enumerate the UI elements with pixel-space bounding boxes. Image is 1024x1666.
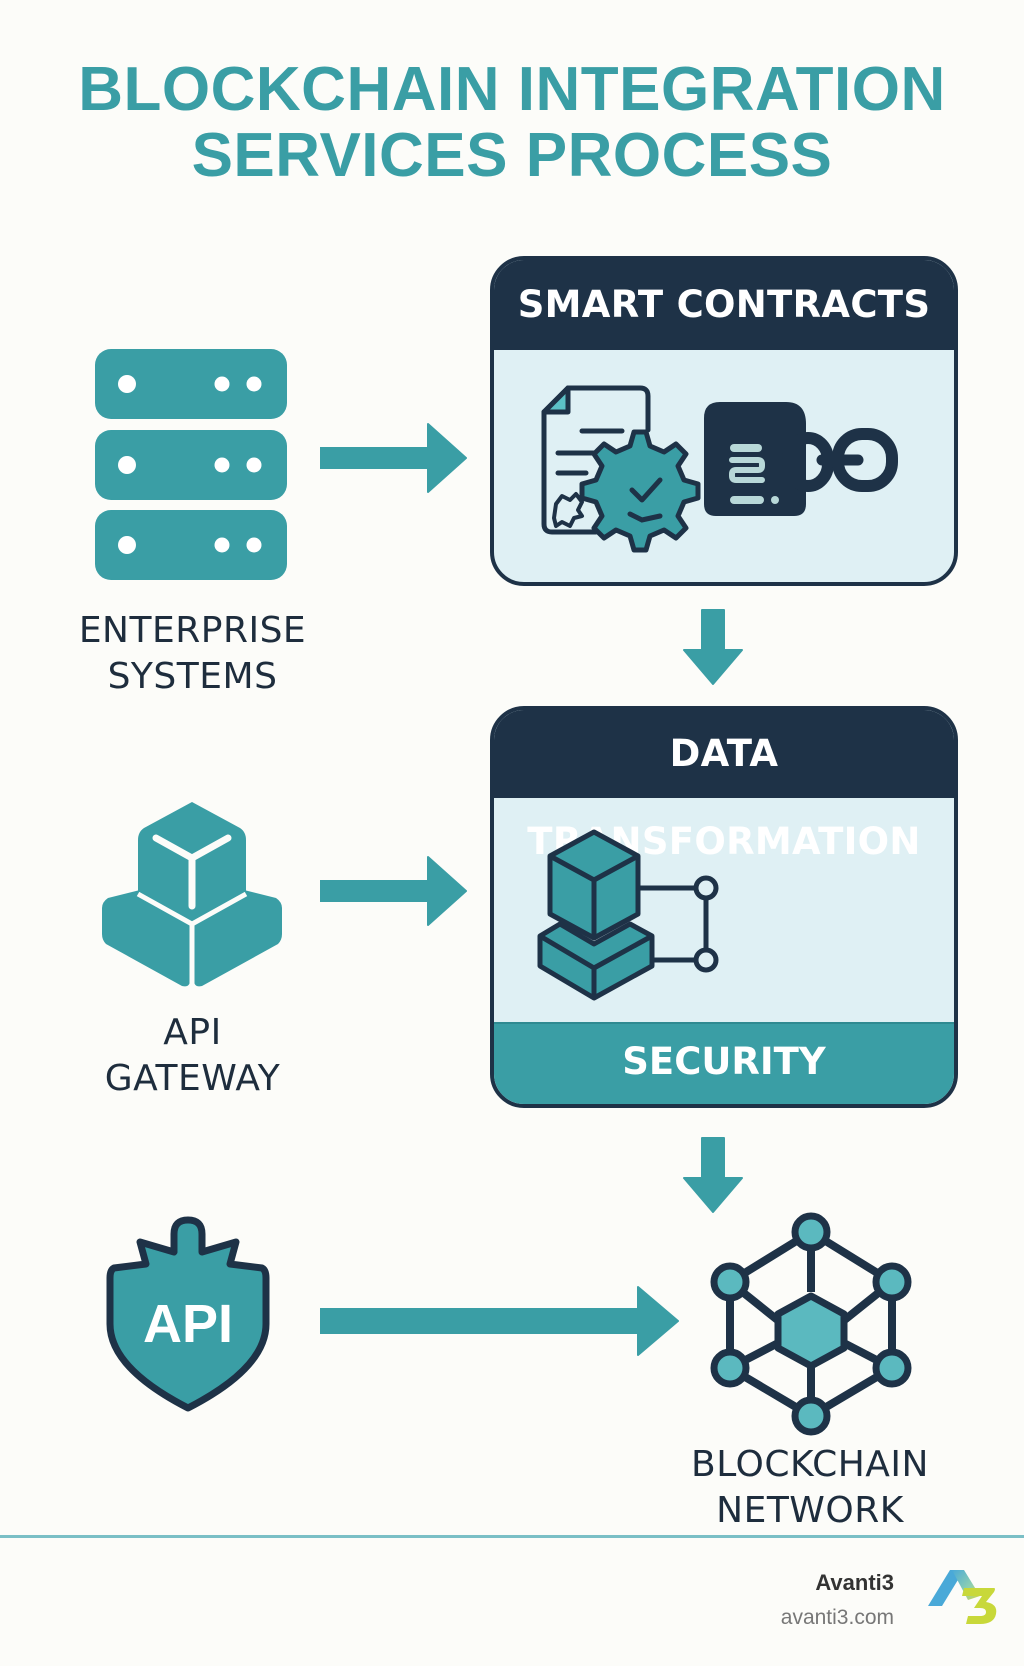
smart-contracts-box: SMART CONTRACTS — [490, 256, 958, 586]
chain-link-icon — [704, 402, 898, 516]
enterprise-systems-line1: ENTERPRISE — [78, 610, 307, 651]
arrow-right-long-icon — [320, 1286, 679, 1356]
brand-url[interactable]: avanti3.com — [780, 1606, 894, 1629]
blockchain-network-label: BLOCKCHAIN NETWORK — [660, 1442, 960, 1534]
arrow-down-icon — [683, 1137, 743, 1213]
brand-name: Avanti3 — [815, 1570, 894, 1595]
enterprise-systems-line2: SYSTEMS — [107, 656, 278, 697]
data-transformation-title: DATA TRANSFORMATION — [494, 710, 954, 863]
blockchain-network-line2: NETWORK — [716, 1490, 904, 1531]
enterprise-systems-label: ENTERPRISE SYSTEMS — [60, 608, 325, 700]
api-shield-icon: API — [106, 1216, 270, 1412]
api-gateway-line2: GATEWAY — [104, 1058, 281, 1099]
a3-logo-icon — [928, 1570, 997, 1624]
title-line-1: BLOCKCHAIN INTEGRATION — [78, 55, 946, 124]
arrow-down-icon — [683, 609, 743, 685]
blocks-connect-icon — [537, 829, 719, 1001]
server-stack-icon — [95, 349, 287, 580]
blockchain-network-icon — [710, 1212, 912, 1436]
security-band: SECURITY — [494, 1022, 954, 1104]
footer-divider — [0, 1535, 1024, 1538]
api-shield-badge: API — [143, 1294, 233, 1354]
contract-gear-icon — [541, 385, 701, 553]
title-line-2: SERVICES PROCESS — [191, 121, 833, 190]
smart-contracts-title: SMART CONTRACTS — [494, 260, 954, 350]
cubes-icon — [102, 802, 282, 990]
api-gateway-label: API GATEWAY — [60, 1010, 325, 1102]
api-gateway-line1: API — [163, 1012, 222, 1053]
blockchain-network-line1: BLOCKCHAIN — [691, 1444, 929, 1485]
arrow-right-icon — [320, 856, 467, 926]
data-transformation-box: DATA TRANSFORMATION SECURITY — [490, 706, 958, 1108]
arrow-right-icon — [320, 423, 467, 493]
